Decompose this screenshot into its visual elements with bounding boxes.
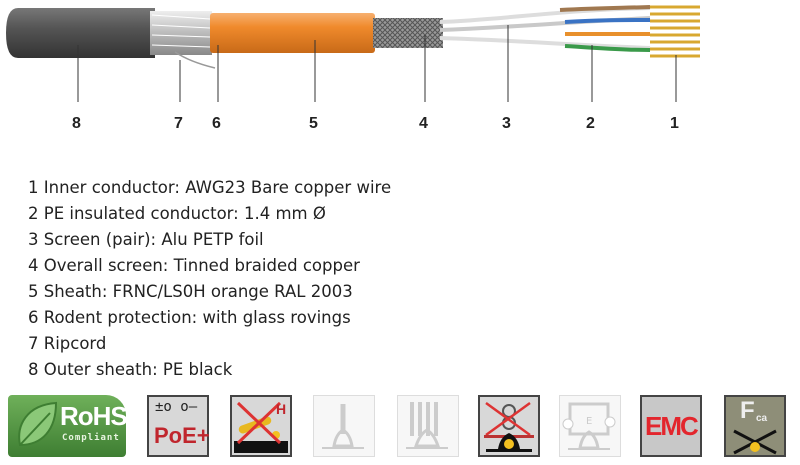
outer-sheath bbox=[6, 8, 155, 58]
legend-item: 2 PE insulated conductor: 1.4 mm Ø bbox=[28, 204, 326, 223]
label-2: 2 bbox=[586, 115, 595, 132]
label-7: 7 bbox=[174, 115, 183, 132]
fca-text: F bbox=[740, 397, 755, 424]
legend-item: 3 Screen (pair): Alu PETP foil bbox=[28, 230, 264, 249]
fca-icon: F ca bbox=[724, 395, 786, 457]
halogen-free-icon: H bbox=[230, 395, 292, 457]
rohs-icon: RoHS Compliant bbox=[8, 395, 128, 457]
certification-icons: RoHS Compliant ±o o– PoE+ H E EMC F ca bbox=[0, 395, 800, 460]
legend-item: 4 Overall screen: Tinned braided copper bbox=[28, 256, 360, 275]
smoke-density-icon bbox=[478, 395, 540, 457]
label-5: 5 bbox=[309, 115, 318, 132]
halogen-text: H bbox=[276, 401, 287, 417]
legend-item: 1 Inner conductor: AWG23 Bare copper wir… bbox=[28, 178, 392, 197]
label-8: 8 bbox=[72, 115, 81, 132]
bundle-flame-test-icon bbox=[397, 395, 459, 457]
label-1: 1 bbox=[670, 115, 679, 132]
flame-test-icon bbox=[313, 395, 375, 457]
poe-icon: ±o o– PoE+ bbox=[147, 395, 210, 457]
fca-subtext: ca bbox=[756, 413, 768, 424]
rohs-text: RoHS bbox=[60, 401, 128, 431]
emc-text: EMC bbox=[645, 411, 699, 441]
emc-icon: EMC bbox=[640, 395, 702, 457]
legend-item: 8 Outer sheath: PE black bbox=[28, 360, 233, 379]
rodent-protection bbox=[150, 11, 212, 55]
legend-item: 6 Rodent protection: with glass rovings bbox=[28, 308, 351, 327]
leader-lines bbox=[77, 25, 677, 102]
svg-text:E: E bbox=[586, 416, 592, 427]
label-4: 4 bbox=[419, 115, 428, 132]
ripcord bbox=[174, 51, 216, 69]
label-6: 6 bbox=[212, 115, 221, 132]
pairs bbox=[439, 5, 651, 52]
orange-sheath bbox=[210, 13, 375, 53]
poe-text: PoE+ bbox=[154, 423, 210, 448]
label-3: 3 bbox=[502, 115, 511, 132]
legend-item: 5 Sheath: FRNC/LS0H orange RAL 2003 bbox=[28, 282, 353, 301]
conductors bbox=[650, 5, 700, 58]
legend-item: 7 Ripcord bbox=[28, 334, 107, 353]
fire-resistance-icon: E bbox=[559, 395, 621, 457]
component-legend: 1 Inner conductor: AWG23 Bare copper wir… bbox=[28, 175, 391, 383]
cable-diagram: 8 7 6 5 4 3 2 1 bbox=[6, 5, 700, 132]
braided-screen bbox=[373, 18, 443, 48]
rohs-subtext: Compliant bbox=[62, 433, 120, 443]
